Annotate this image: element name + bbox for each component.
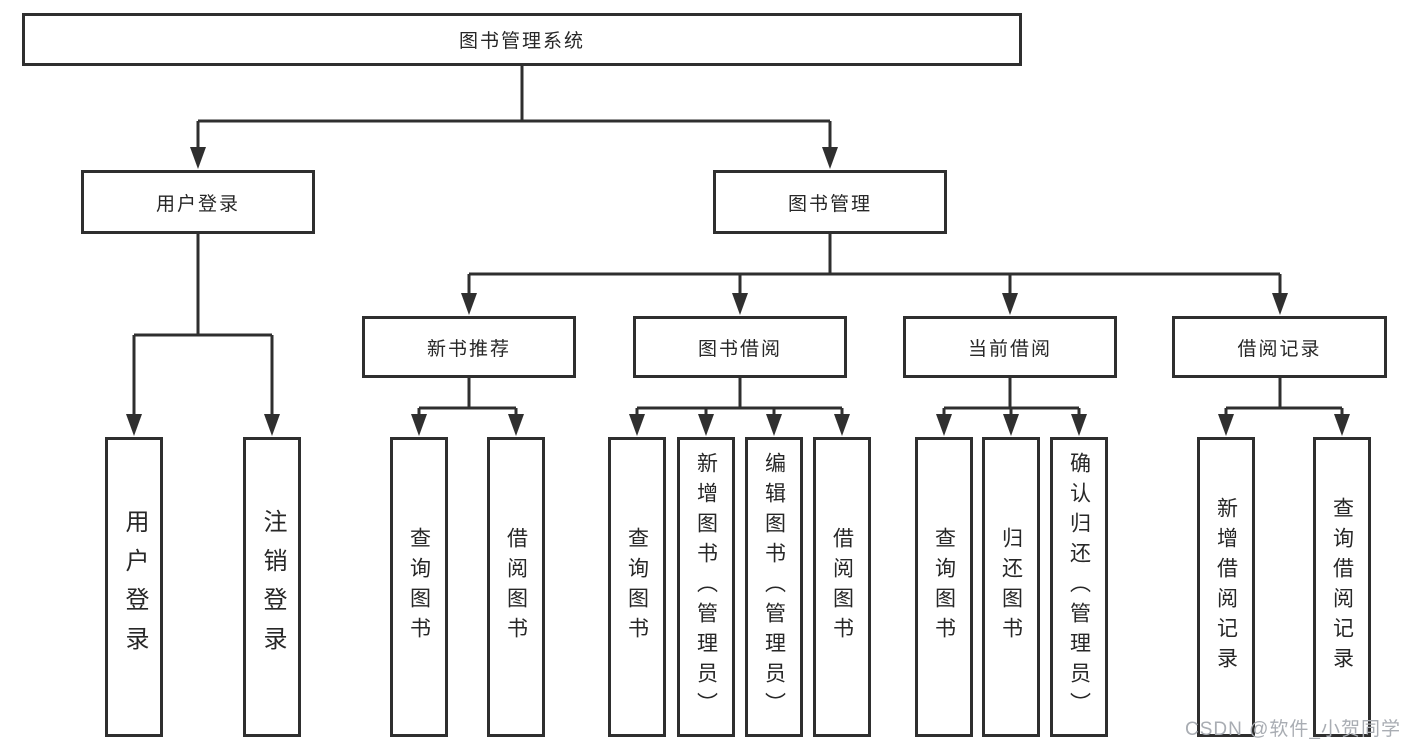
node-user-login: 用户登录 (81, 170, 315, 234)
leaf-logout-label: 注销登录 (259, 509, 286, 665)
leaf-cb-return-books: 归还图书 (982, 437, 1040, 737)
node-user-login-label: 用户登录 (155, 193, 240, 215)
node-borrow-records: 借阅记录 (1172, 316, 1387, 378)
leaf-bb-borrow-books: 借阅图书 (813, 437, 871, 737)
leaf-nbr-borrow-books-label: 借阅图书 (504, 527, 528, 647)
leaf-cb-confirm-return-admin-label: 确认归还（管理员） (1067, 452, 1091, 722)
leaf-bb-query-books-label: 查询图书 (625, 527, 649, 647)
leaf-bb-edit-books-admin-label: 编辑图书（管理员） (762, 452, 786, 722)
leaf-nbr-borrow-books: 借阅图书 (487, 437, 545, 737)
node-new-book-recommend: 新书推荐 (362, 316, 576, 378)
leaf-nbr-query-books: 查询图书 (390, 437, 448, 737)
leaf-cb-confirm-return-admin: 确认归还（管理员） (1050, 437, 1108, 737)
csdn-watermark: CSDN @软件_小贺同学 (1185, 719, 1401, 740)
node-book-borrowing: 图书借阅 (633, 316, 847, 378)
leaf-br-add-borrow-record: 新增借阅记录 (1197, 437, 1255, 737)
node-current-borrowing-label: 当前借阅 (967, 338, 1052, 360)
leaf-nbr-query-books-label: 查询图书 (407, 527, 431, 647)
leaf-cb-query-books-label: 查询图书 (932, 527, 956, 647)
leaf-cb-query-books: 查询图书 (915, 437, 973, 737)
leaf-br-query-borrow-record: 查询借阅记录 (1313, 437, 1371, 737)
leaf-user-login-label: 用户登录 (121, 509, 148, 665)
leaf-bb-query-books: 查询图书 (608, 437, 666, 737)
leaf-logout: 注销登录 (243, 437, 301, 737)
node-borrow-records-label: 借阅记录 (1237, 338, 1322, 360)
leaf-user-login: 用户登录 (105, 437, 163, 737)
node-library-system-label: 图书管理系统 (458, 31, 585, 52)
node-book-management-label: 图书管理 (787, 193, 872, 215)
node-new-book-recommend-label: 新书推荐 (426, 338, 511, 360)
node-book-borrowing-label: 图书借阅 (697, 338, 782, 360)
leaf-bb-borrow-books-label: 借阅图书 (830, 527, 854, 647)
leaf-cb-return-books-label: 归还图书 (999, 527, 1023, 647)
leaf-bb-edit-books-admin: 编辑图书（管理员） (745, 437, 803, 737)
leaf-bb-add-books-admin-label: 新增图书（管理员） (694, 452, 718, 722)
leaf-br-add-borrow-record-label: 新增借阅记录 (1214, 497, 1238, 677)
node-current-borrowing: 当前借阅 (903, 316, 1117, 378)
node-library-system: 图书管理系统 (22, 13, 1022, 66)
leaf-br-query-borrow-record-label: 查询借阅记录 (1330, 497, 1354, 677)
leaf-bb-add-books-admin: 新增图书（管理员） (677, 437, 735, 737)
node-book-management: 图书管理 (713, 170, 947, 234)
